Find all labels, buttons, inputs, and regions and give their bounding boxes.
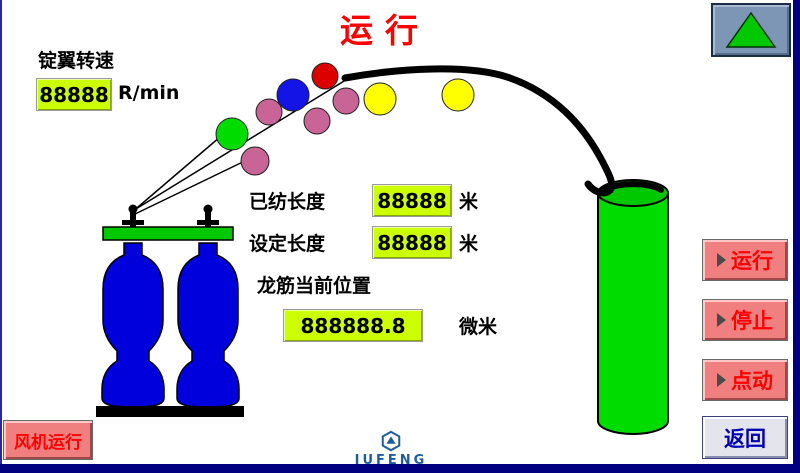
jog-button[interactable]: 点动 xyxy=(702,359,788,401)
back-button[interactable]: 返回 xyxy=(702,416,788,459)
page-title: 运行 xyxy=(340,11,430,50)
set-length-unit: 米 xyxy=(459,233,479,255)
fan-run-button-label: 风机运行 xyxy=(14,432,82,453)
spindle-speed-unit: R/min xyxy=(118,82,180,104)
spindle-tops xyxy=(122,204,219,229)
stop-button[interactable]: 停止 xyxy=(702,299,788,341)
bobbin-right xyxy=(176,242,240,408)
rail-position-label: 龙筋当前位置 xyxy=(257,275,372,297)
spun-length-label: 已纺长度 xyxy=(249,191,326,213)
roller-circles xyxy=(215,62,475,176)
fan-run-button[interactable]: 风机运行 xyxy=(3,420,93,460)
stop-arrow-icon xyxy=(717,313,726,327)
run-button[interactable]: 运行 xyxy=(702,239,788,281)
bobbin-left xyxy=(101,242,165,408)
jufeng-logo: JUFENG xyxy=(346,430,436,468)
spun-length-unit: 米 xyxy=(459,191,479,213)
spindle-speed-value: 88888 xyxy=(36,78,112,111)
bobbin-platform xyxy=(102,226,234,241)
stop-button-label: 停止 xyxy=(731,309,773,333)
up-arrow-icon xyxy=(725,11,777,48)
spindle-speed-label: 锭翼转速 xyxy=(38,50,115,72)
run-button-label: 运行 xyxy=(731,249,773,273)
back-button-label: 返回 xyxy=(724,426,766,451)
bobbin-base xyxy=(96,406,244,417)
frame-right xyxy=(793,0,800,473)
spun-length-value: 88888 xyxy=(372,184,452,217)
roving-path xyxy=(341,65,616,197)
rail-position-value: 888888.8 xyxy=(283,309,423,342)
page-up-button[interactable] xyxy=(711,3,791,57)
jufeng-logo-icon xyxy=(381,430,401,452)
jog-arrow-icon xyxy=(717,373,726,387)
set-length-value: 88888 xyxy=(372,226,452,259)
frame-left xyxy=(0,0,2,473)
run-arrow-icon xyxy=(717,253,726,267)
set-length-label: 设定长度 xyxy=(249,233,326,255)
collection-can xyxy=(597,179,669,435)
rail-position-unit: 微米 xyxy=(459,316,498,338)
frame-bottom xyxy=(0,464,800,473)
jog-button-label: 点动 xyxy=(731,369,773,393)
